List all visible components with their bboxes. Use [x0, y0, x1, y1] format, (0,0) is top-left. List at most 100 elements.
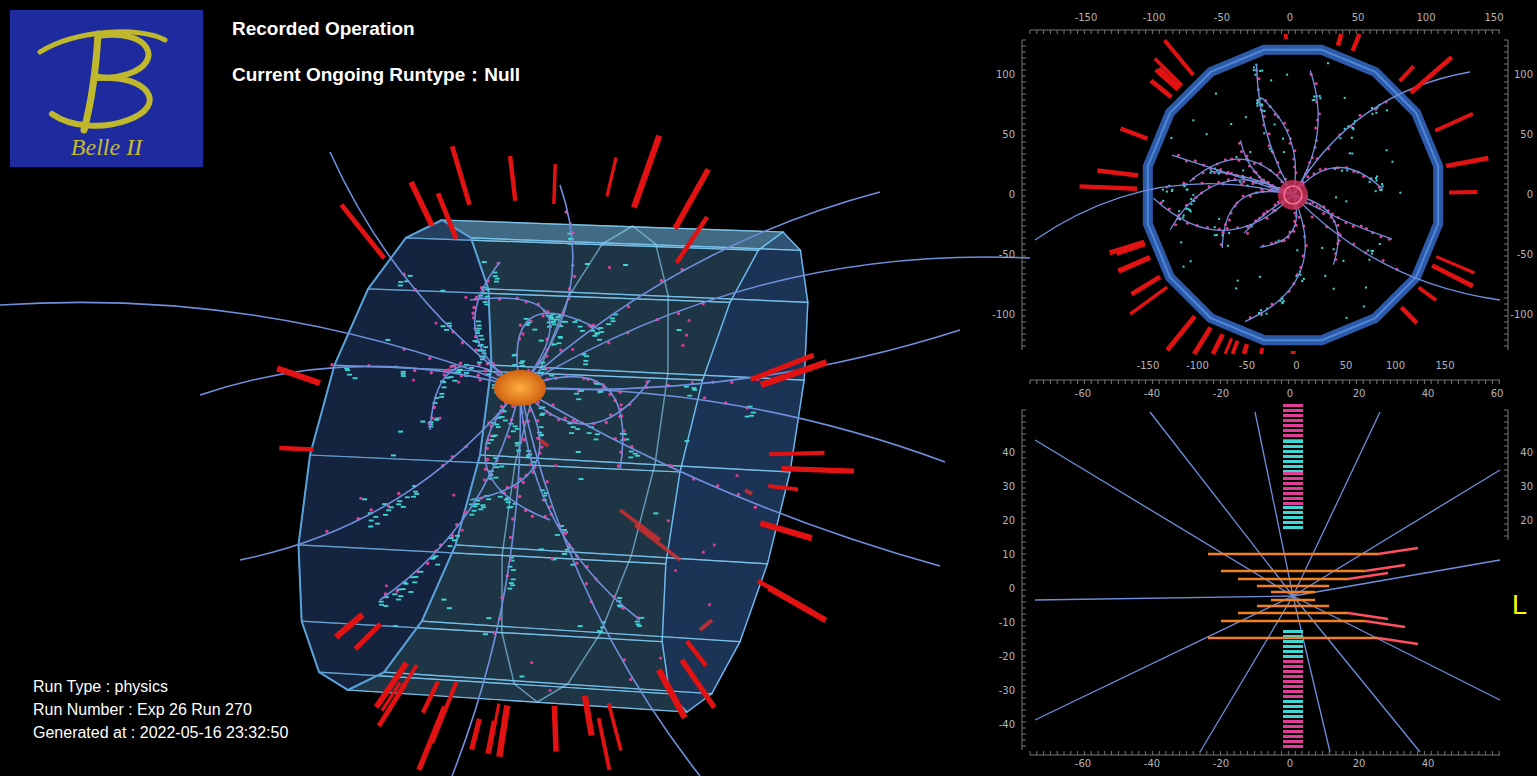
- particle-track: [485, 388, 550, 520]
- axis-tick: [1268, 380, 1269, 384]
- axis-tick: [1234, 751, 1235, 755]
- strip-hit: [440, 290, 445, 292]
- strip-hit: [1230, 123, 1232, 125]
- strip-hit: [414, 493, 419, 495]
- axis-tick: [1213, 751, 1214, 755]
- drift-hit: [1228, 218, 1231, 221]
- calorimeter-cluster: [499, 706, 507, 757]
- axis-tick: [1091, 30, 1092, 34]
- axis-tick: [1390, 751, 1391, 755]
- strip-hit: [572, 321, 577, 323]
- strip-hit: [1381, 183, 1383, 185]
- axis-tick: [1022, 608, 1026, 609]
- axis-tick: [1022, 274, 1026, 275]
- strip-hit: [691, 387, 696, 389]
- axis-tick: [1504, 136, 1508, 137]
- particle-track: [470, 388, 540, 500]
- axis-tick: [1504, 340, 1508, 341]
- strip-hit: [495, 278, 500, 280]
- axis-tick: [1410, 30, 1411, 34]
- strip-hit: [479, 335, 484, 337]
- axis-tick: [1504, 410, 1508, 411]
- axis-tick: [1499, 30, 1500, 34]
- axis-tick: [1274, 751, 1275, 755]
- axis-tick: [1022, 440, 1026, 441]
- particle-track: [520, 185, 573, 388]
- axis-tick: [1022, 226, 1026, 227]
- axis-tick: [1022, 518, 1026, 519]
- strip-hit: [398, 285, 403, 287]
- axis-tick: [1172, 380, 1173, 384]
- strip-layer: [1283, 482, 1303, 485]
- axis-tick: [1200, 380, 1201, 384]
- strip-layer: [1283, 521, 1303, 524]
- axis-tick: [1458, 30, 1459, 34]
- axis-tick: [1022, 172, 1026, 173]
- axis-tick: [1504, 202, 1508, 203]
- strip-hit: [507, 588, 512, 590]
- axis-tick: [1397, 380, 1398, 384]
- strip-hit: [1239, 181, 1241, 183]
- strip-hit: [434, 419, 439, 421]
- axis-tick: [1504, 106, 1508, 107]
- axis-tick-label: -50: [1214, 12, 1230, 24]
- axis-tick: [1504, 268, 1508, 269]
- axis-tick-label: 40: [1002, 447, 1015, 459]
- calorimeter-cluster: [1132, 277, 1161, 295]
- strip-hit: [413, 491, 418, 493]
- axis-tick: [1504, 88, 1508, 89]
- axis-tick: [1268, 751, 1269, 755]
- silicon-layer: [1238, 612, 1348, 615]
- axis-tick: [1504, 154, 1508, 155]
- strip-hit: [439, 396, 444, 398]
- calorimeter-cluster: [769, 453, 825, 454]
- strip-hit: [539, 548, 544, 550]
- axis-tick: [1261, 751, 1262, 755]
- axis-tick: [1504, 464, 1508, 465]
- interaction-region: [494, 370, 546, 406]
- strip-hit: [493, 477, 498, 479]
- strip-layer: [1283, 740, 1303, 743]
- axis-tick-label: 0: [1527, 189, 1533, 201]
- calorimeter-cluster: [1225, 338, 1232, 354]
- silicon-layer-end: [1378, 638, 1418, 644]
- axis-tick: [1329, 30, 1330, 34]
- axis-tick: [1070, 380, 1071, 384]
- strip-hit: [519, 362, 524, 364]
- axis-tick: [1022, 410, 1026, 411]
- axis-tick: [1504, 190, 1508, 191]
- strip-hit: [445, 377, 450, 379]
- drift-hit: [464, 296, 467, 299]
- axis-tick: [1022, 298, 1026, 299]
- axis-tick: [1152, 380, 1153, 384]
- axis-tick-label: 50: [1520, 129, 1533, 141]
- axis-tick: [1504, 250, 1508, 251]
- strip-hit: [583, 363, 588, 365]
- strip-hit: [1236, 156, 1238, 158]
- strip-hit: [1369, 181, 1371, 183]
- calorimeter-cluster: [1118, 257, 1150, 271]
- axis-tick: [1022, 452, 1026, 453]
- axis-tick: [1504, 100, 1508, 101]
- strip-hit: [684, 386, 689, 388]
- strip-layer: [1283, 502, 1303, 505]
- silicon-layer: [1238, 578, 1348, 581]
- axis-tick: [1022, 148, 1026, 149]
- strip-layer: [1283, 460, 1303, 463]
- axis-tick: [1504, 440, 1508, 441]
- strip-hit: [1189, 209, 1191, 211]
- axis-tick: [1172, 751, 1173, 755]
- particle-track: [1293, 195, 1392, 239]
- strip-hit: [569, 432, 574, 434]
- particle-track: [1245, 195, 1305, 322]
- strip-hit: [1382, 185, 1384, 187]
- strip-layer: [1283, 477, 1303, 480]
- strip-hit: [598, 391, 603, 393]
- strip-hit: [491, 435, 496, 437]
- axis-tick: [1504, 238, 1508, 239]
- strip-hit: [499, 466, 504, 468]
- strip-hit: [1344, 97, 1346, 99]
- axis-tick: [1227, 751, 1228, 755]
- axis-tick: [1308, 30, 1309, 34]
